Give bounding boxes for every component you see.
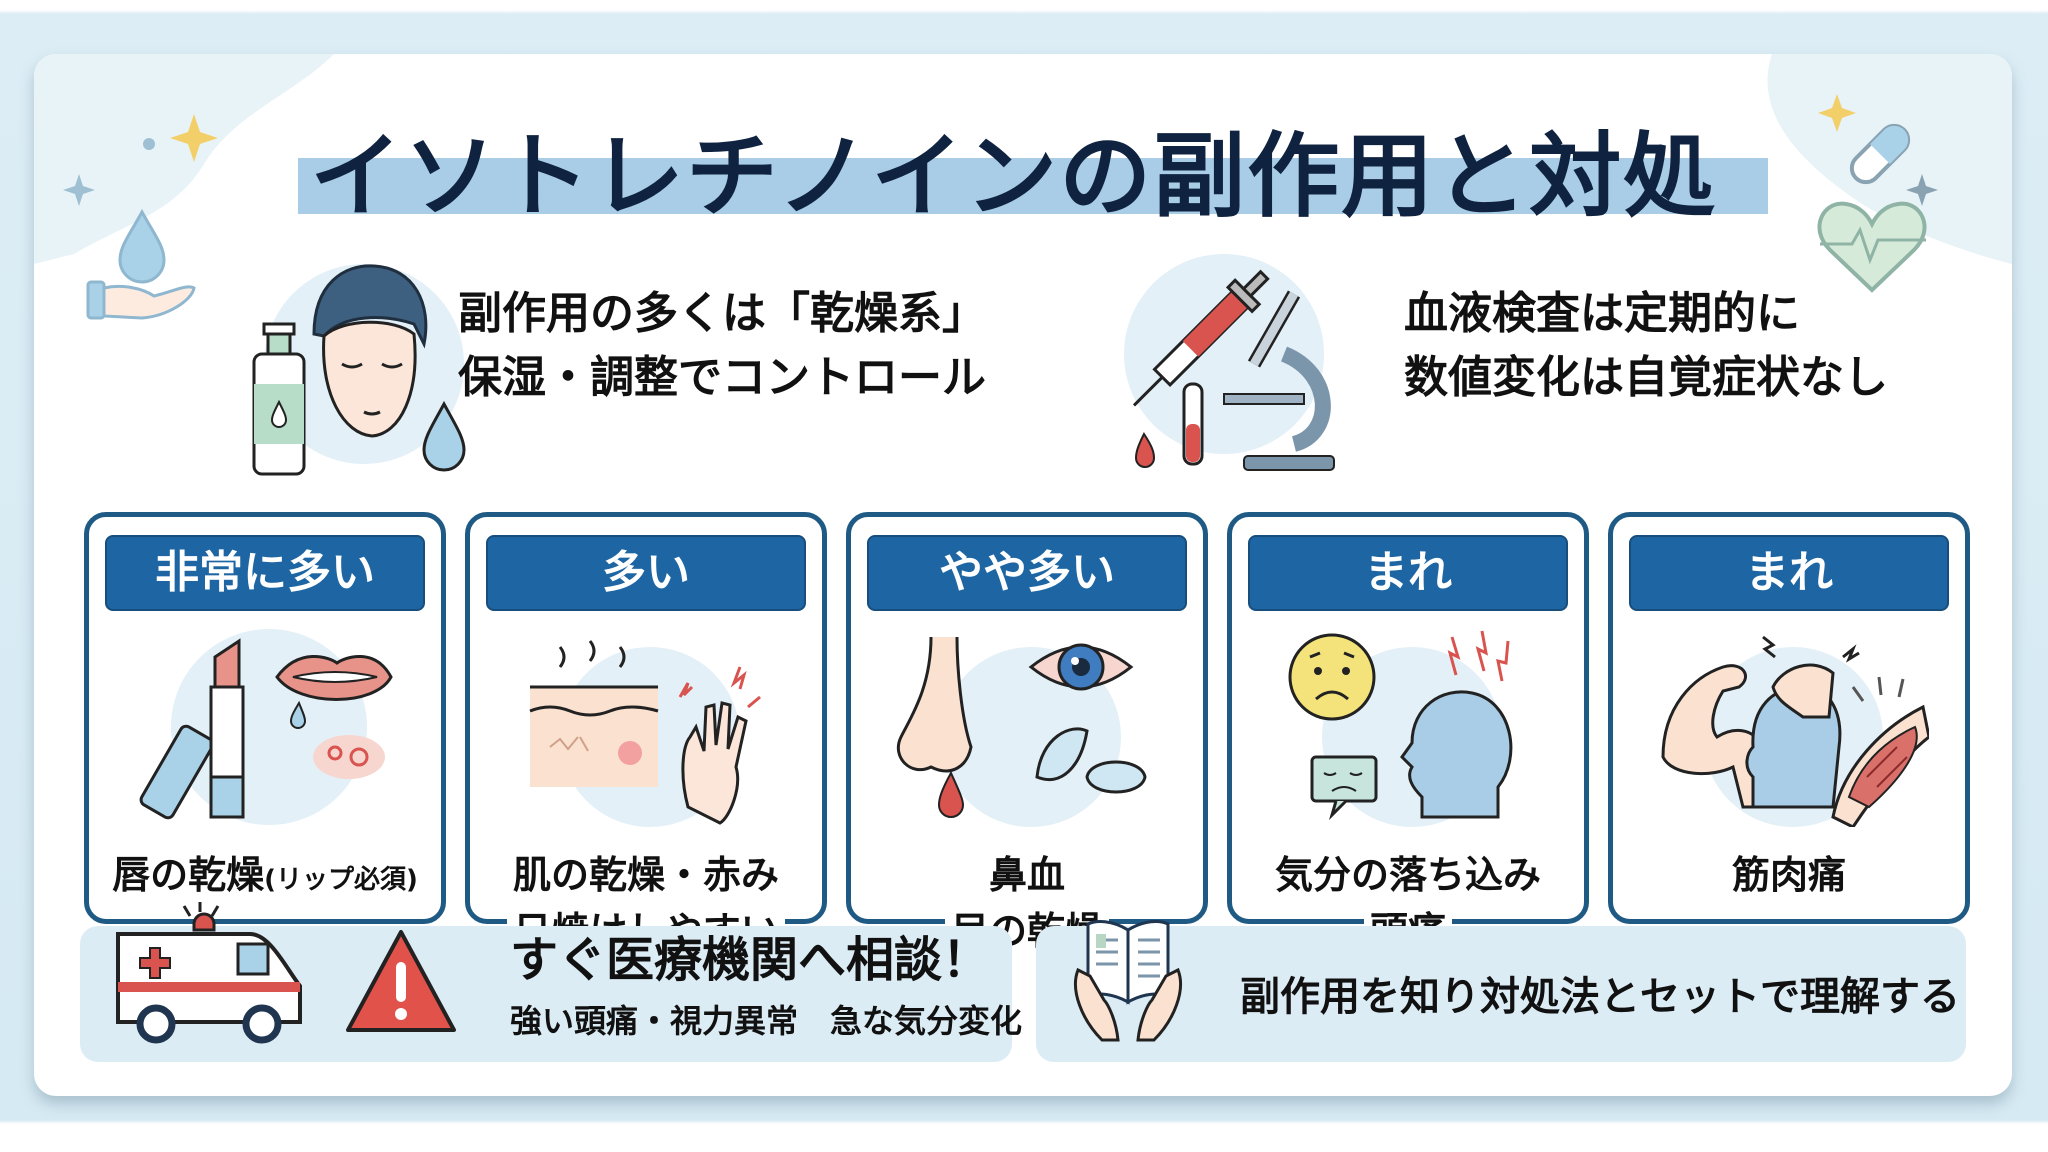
card-caption: 筋肉痛 — [1603, 847, 1975, 903]
page-title: イソトレチノインの副作用と対処 — [310, 123, 1718, 230]
intro-left-text: 副作用の多くは「乾燥系」 保湿・調整でコントロール — [458, 282, 986, 410]
nosebleed-dry-eye-icon — [896, 636, 1147, 827]
ambulance-icon — [116, 902, 302, 1044]
warning-triangle-icon — [346, 930, 456, 1032]
intro-left-line-1: 副作用の多くは「乾燥系」 — [458, 288, 986, 339]
title-highlight-bar — [298, 158, 1768, 214]
side-effect-card-very-common: 非常に多い 唇の乾燥(リップ必須) — [84, 512, 446, 924]
intro-right-line-2: 数値変化は自覚症状なし — [1404, 352, 1888, 403]
intro-left-line-2: 保湿・調整でコントロール — [458, 352, 986, 403]
caption-main: 筋肉痛 — [1731, 853, 1846, 897]
frequency-badge: 非常に多い — [105, 535, 425, 611]
hand-water-drop-icon — [86, 208, 196, 320]
hands-holding-book-icon — [1074, 920, 1182, 1042]
urgent-consult-panel: すぐ医療機関へ相談！ 強い頭痛・視力異常 急な気分変化 — [80, 902, 1022, 1062]
card-caption: 唇の乾燥(リップ必須) — [79, 847, 451, 908]
frequency-badge: 多い — [486, 535, 806, 611]
frequency-badge: やや多い — [867, 535, 1187, 611]
lip-balm-dry-lips-icon — [139, 629, 393, 825]
caption-main: 唇の乾燥 — [112, 853, 265, 897]
side-effect-card-somewhat-common: やや多い 鼻血 目の乾燥 — [846, 512, 1208, 959]
summary-panel: 副作用を知り対処法とセットで理解する — [1036, 920, 1966, 1062]
decorative-pill-heart-icon — [1767, 54, 2012, 293]
side-effect-card-rare-mood: まれ 気分の落ち込み 頭痛 — [1227, 512, 1589, 959]
blood-test-microscope-icon — [1124, 254, 1335, 471]
frequency-badge: まれ — [1629, 535, 1949, 611]
mood-headache-icon — [1288, 630, 1513, 827]
face-skincare-icon — [252, 264, 466, 476]
frequency-badge: まれ — [1248, 535, 1568, 611]
caption-note: (リップ必須) — [264, 865, 418, 895]
summary-text: 副作用を知り対処法とセットで理解する — [1240, 974, 1960, 1020]
muscle-pain-icon — [1661, 635, 1929, 827]
intro-right-text: 血液検査は定期的に 数値変化は自覚症状なし — [1404, 282, 1888, 410]
side-effect-card-common: 多い 肌の乾燥・赤み 日焼けしやすい — [465, 512, 827, 959]
caption-main: 気分の落ち込み — [1274, 853, 1541, 897]
side-effect-card-rare-muscle: まれ 筋肉痛 — [1608, 512, 1970, 924]
alert-title: すぐ医療機関へ相談！ — [510, 932, 991, 988]
dry-skin-sunburn-hand-icon — [529, 640, 761, 827]
intro-right-line-1: 血液検査は定期的に — [1404, 288, 1800, 339]
alert-subtitle: 強い頭痛・視力異常 急な気分変化 — [510, 1002, 1023, 1040]
caption-main: 鼻血 — [988, 853, 1065, 897]
decorative-sparkles-left-icon — [34, 54, 334, 264]
infographic-sheet: イソトレチノインの副作用と対処 副作用の多くは「乾燥系」 保湿・調整でコントロー… — [34, 54, 2012, 1096]
caption-main: 肌の乾燥・赤み — [512, 853, 779, 897]
